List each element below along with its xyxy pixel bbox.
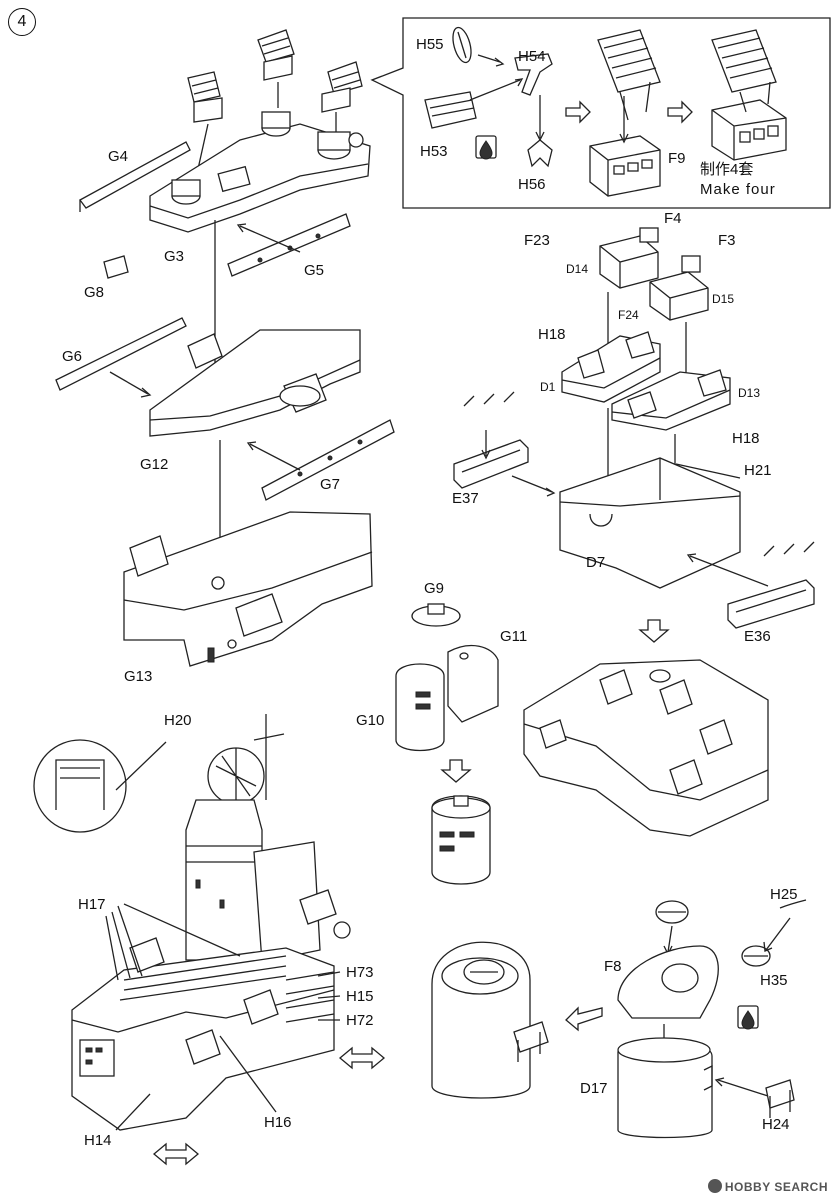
part-label-h18-top: H18	[538, 326, 566, 343]
part-label-g10: G10	[356, 712, 385, 729]
part-label-f8: F8	[604, 958, 622, 975]
part-label-g6: G6	[62, 348, 83, 365]
part-label-f9: F9	[668, 150, 686, 167]
part-label-g4: G4	[108, 148, 129, 165]
part-label-g9: G9	[424, 580, 445, 597]
make-four-en: Make four	[700, 181, 776, 198]
tower-assembly	[33, 714, 386, 1166]
part-label-e37: E37	[452, 490, 479, 507]
step-number: 4	[8, 8, 36, 36]
callout-box	[370, 17, 831, 209]
part-label-h25: H25	[770, 886, 798, 903]
part-label-h55: H55	[416, 36, 444, 53]
part-label-d17: D17	[580, 1080, 608, 1097]
part-label-h21: H21	[744, 462, 772, 479]
bridge-assembly	[453, 227, 815, 837]
part-label-d7: D7	[586, 554, 606, 571]
part-label-h16: H16	[264, 1114, 292, 1131]
funnel-assembly	[395, 603, 499, 885]
part-label-d14: D14	[566, 262, 589, 276]
g3-assembly	[79, 29, 371, 394]
hobby-search-watermark: HOBBY SEARCH	[707, 1179, 828, 1194]
part-label-g5: G5	[304, 262, 325, 279]
funnel-cap-assembly	[431, 899, 807, 1139]
part-label-g13: G13	[124, 668, 153, 685]
part-label-f4: F4	[664, 210, 682, 227]
make-four-note: 制作4套 Make four	[700, 160, 776, 200]
make-four-zh: 制作4套	[700, 161, 754, 178]
g13-assembly	[123, 511, 373, 667]
part-label-h53: H53	[420, 143, 448, 160]
part-label-h35: H35	[760, 972, 788, 989]
part-label-h14: H14	[84, 1132, 112, 1149]
part-label-g12: G12	[140, 456, 169, 473]
part-label-h56: H56	[518, 176, 546, 193]
part-label-f3: F3	[718, 232, 736, 249]
part-label-d1: D1	[540, 380, 556, 394]
part-label-h18-bottom: H18	[732, 430, 760, 447]
watermark-text: HOBBY SEARCH	[724, 1180, 828, 1194]
part-label-h54: H54	[518, 48, 546, 65]
part-label-f24: F24	[618, 308, 639, 322]
part-label-h15: H15	[346, 988, 374, 1005]
part-label-h73: H73	[346, 964, 374, 981]
part-label-d13: D13	[738, 386, 761, 400]
part-label-g7: G7	[320, 476, 341, 493]
part-label-h20: H20	[164, 712, 192, 729]
hobby-search-logo-icon	[707, 1179, 722, 1193]
part-label-g3: G3	[164, 248, 185, 265]
part-label-g8: G8	[84, 284, 105, 301]
part-label-h72: H72	[346, 1012, 374, 1029]
g12-assembly	[55, 317, 395, 586]
part-label-h17: H17	[78, 896, 106, 913]
part-label-g11: G11	[500, 628, 528, 645]
part-label-d15: D15	[712, 292, 735, 306]
part-label-f23: F23	[524, 232, 550, 249]
part-label-h24: H24	[762, 1116, 790, 1133]
part-label-e36: E36	[744, 628, 771, 645]
